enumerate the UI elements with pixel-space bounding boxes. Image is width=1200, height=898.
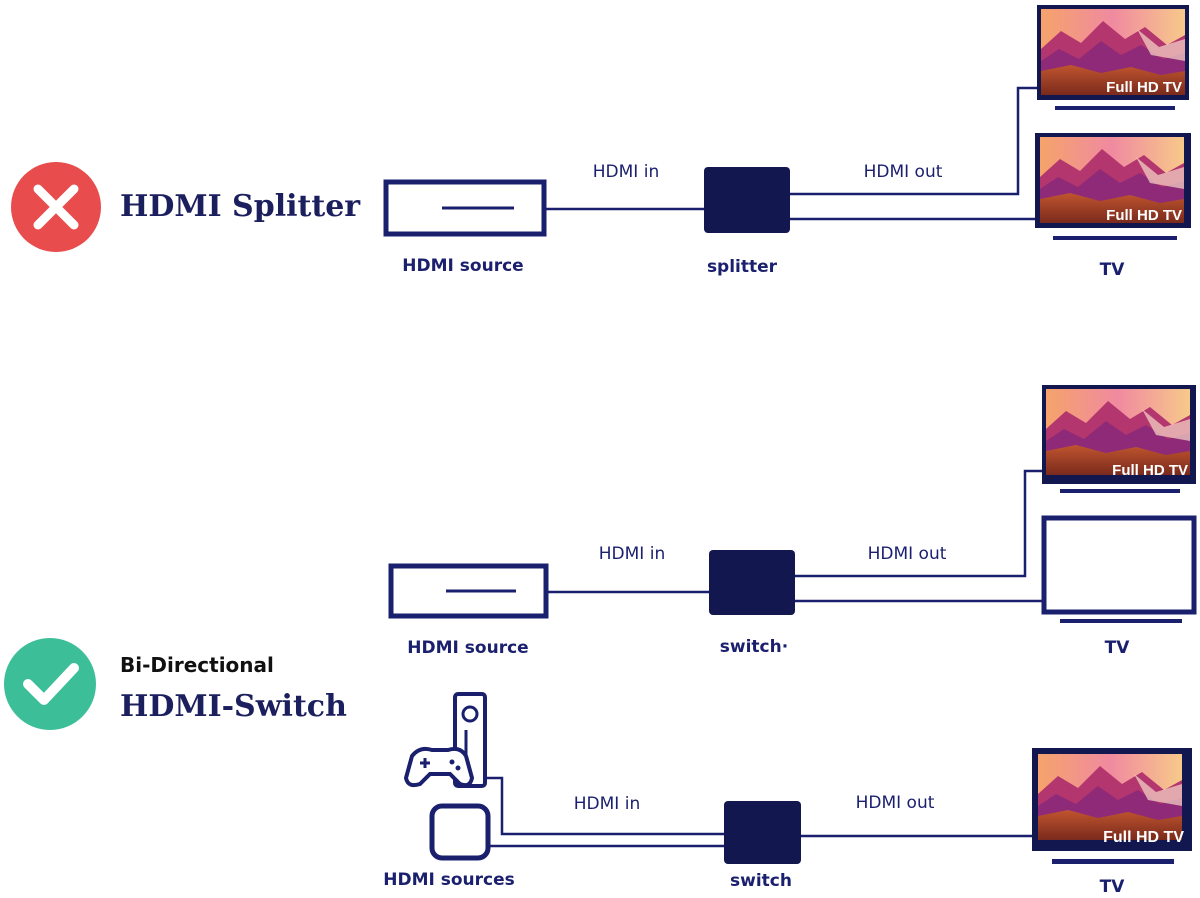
hdmi-in-label: HDMI in	[593, 162, 659, 182]
switch-label: switch·	[720, 637, 788, 657]
splitter-label: splitter	[707, 257, 778, 277]
source-label: HDMI source	[407, 638, 528, 658]
tv-blank	[1041, 515, 1197, 623]
switch-device	[724, 801, 801, 864]
hdmi-source-device	[383, 179, 547, 237]
tv-bottom: Full HD TV	[1035, 133, 1191, 240]
splitter-section: HDMI Splitter HDMI source HDMI in splitt…	[11, 5, 1191, 280]
tv-screen-text: Full HD TV	[1103, 829, 1184, 846]
source-label: HDMI source	[402, 256, 523, 276]
streaming-box-icon	[429, 803, 491, 861]
tv-top: Full HD TV	[1037, 5, 1189, 110]
hdmi-out-cable-top	[795, 469, 1044, 578]
hdmi-out-label: HDMI out	[864, 162, 943, 182]
hdmi-in-cable-console	[485, 776, 724, 836]
tv: Full HD TV	[1032, 748, 1192, 864]
tv-screen-text: Full HD TV	[1106, 79, 1182, 96]
hdmi-source-device	[388, 563, 549, 619]
switch-title: HDMI-Switch	[120, 689, 347, 724]
hdmi-out-label: HDMI out	[868, 544, 947, 564]
hdmi-out-cable-top	[790, 86, 1040, 196]
tv-top: Full HD TV	[1042, 385, 1196, 493]
tv-label: TV	[1105, 638, 1131, 658]
switch-subtitle: Bi-Directional	[120, 653, 274, 677]
switch-section: Bi-Directional HDMI-Switch HDMI source H…	[4, 385, 1197, 897]
cross-icon	[11, 162, 101, 252]
switch-label: switch	[730, 871, 792, 891]
lower-row: HDMI sources HDMI in switch HDMI out Ful…	[383, 692, 1192, 897]
switch-device	[709, 550, 795, 615]
tv-label: TV	[1100, 260, 1126, 280]
upper-row: HDMI source HDMI in switch· HDMI out Ful…	[388, 385, 1197, 658]
tv-screen-text: Full HD TV	[1106, 207, 1182, 224]
check-icon	[4, 638, 96, 730]
hdmi-in-label: HDMI in	[599, 544, 665, 564]
sources-label: HDMI sources	[383, 870, 515, 890]
tv-label: TV	[1100, 877, 1126, 897]
splitter-device	[704, 167, 790, 233]
hdmi-out-label: HDMI out	[856, 793, 935, 813]
gamepad-icon	[403, 746, 475, 788]
hdmi-in-label: HDMI in	[574, 794, 640, 814]
splitter-title: HDMI Splitter	[120, 189, 361, 224]
tv-screen-text: Full HD TV	[1112, 462, 1188, 479]
